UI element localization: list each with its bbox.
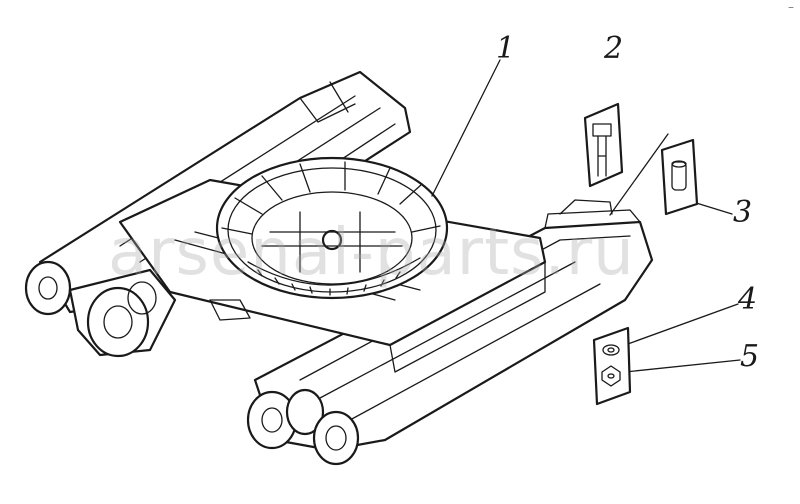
watermark-text: arsenal-parts.ru [108, 216, 635, 290]
bushing-part [660, 138, 699, 216]
washer-nut-part [592, 326, 632, 406]
slewing-ring [215, 156, 449, 300]
left-idler-lugs [24, 260, 177, 358]
callout-5: 5 [740, 339, 760, 374]
callout-4: 4 [738, 282, 758, 317]
bolt-part [583, 102, 624, 188]
leader-lines [431, 59, 741, 373]
corner-mark: – [788, 0, 794, 14]
callout-1: 1 [496, 31, 516, 66]
callout-2: 2 [604, 31, 624, 66]
right-idler-lugs [246, 388, 360, 466]
callout-3: 3 [733, 195, 753, 230]
